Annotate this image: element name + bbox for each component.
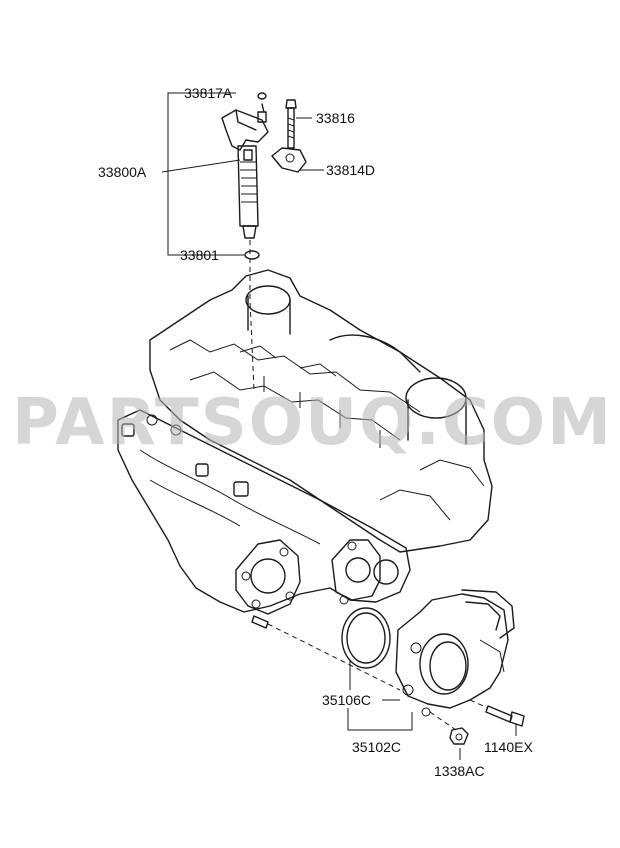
callout-35106c[interactable]: 35106C bbox=[322, 692, 371, 708]
seal-ring-33817a[interactable] bbox=[257, 92, 267, 100]
callout-1140ex[interactable]: 1140EX bbox=[484, 739, 533, 755]
intake-manifold bbox=[117, 409, 411, 615]
throttle-body-35102c[interactable] bbox=[395, 589, 515, 717]
callout-1338ac[interactable]: 1338AC bbox=[434, 763, 485, 779]
callout-33814d[interactable]: 33814D bbox=[326, 162, 375, 178]
clamp-33814d[interactable] bbox=[271, 147, 307, 173]
watermark: PARTSOUQ.COM bbox=[12, 386, 613, 460]
injector-assembly[interactable] bbox=[221, 103, 269, 239]
stud-bolt[interactable] bbox=[251, 615, 269, 629]
gasket-35106c[interactable] bbox=[341, 607, 391, 669]
callout-33801[interactable]: 33801 bbox=[180, 247, 219, 263]
callout-33800a[interactable]: 33800A bbox=[98, 164, 147, 180]
bolt-33816[interactable] bbox=[285, 99, 297, 149]
washer-33801[interactable] bbox=[244, 250, 260, 260]
cylinder-head-cover bbox=[149, 269, 493, 553]
bolt-1140ex[interactable] bbox=[485, 705, 525, 727]
callout-35102c[interactable]: 35102C bbox=[352, 739, 401, 755]
callout-33816[interactable]: 33816 bbox=[316, 110, 355, 126]
callout-33817a[interactable]: 33817A bbox=[184, 85, 233, 101]
nut-1338ac[interactable] bbox=[449, 727, 469, 745]
